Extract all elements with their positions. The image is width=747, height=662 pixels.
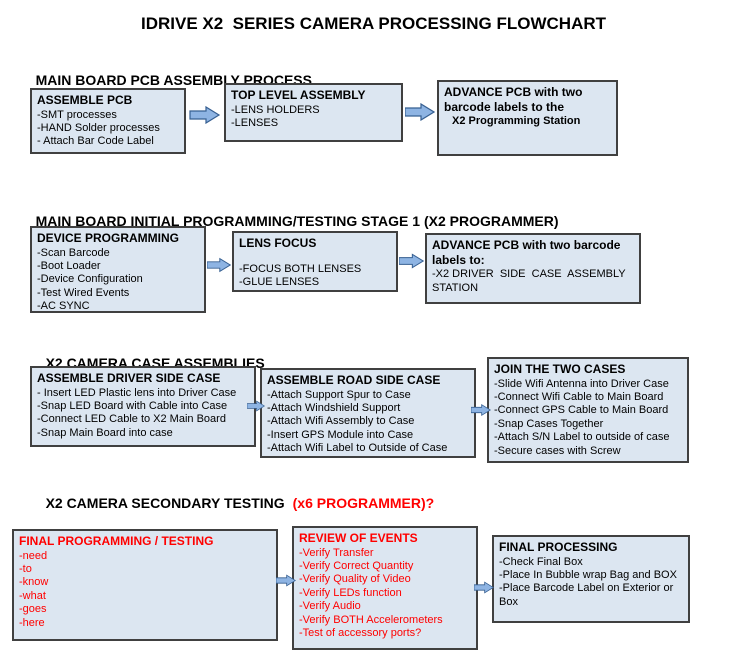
box-item: -Connect Wifi Cable to Main Board: [494, 391, 664, 404]
box-item-list: -Slide Wifi Antenna into Driver Case-Con…: [494, 378, 682, 458]
box-item: -Check Final Box: [499, 555, 583, 568]
box-item: -Attach Wifi Assembly to Case: [267, 415, 415, 428]
box-item: -GLUE LENSES: [239, 276, 320, 289]
box-item-list: X2 Programming Station: [444, 115, 611, 128]
flow-box-final-processing: FINAL PROCESSING -Check Final Box-Place …: [492, 535, 690, 623]
box-title: DEVICE PROGRAMMING: [37, 231, 180, 245]
section-heading-text: MAIN BOARD PCB ASSEMBLY PROCESS: [35, 72, 312, 88]
flow-box-advance-pcb-case-assembly: ADVANCE PCB with two barcode labels to: …: [425, 233, 641, 304]
section-heading-suffix: (x6 PROGRAMMER)?: [292, 495, 435, 511]
box-item: -X2 DRIVER SIDE CASE ASSEMBLY STATION: [432, 268, 629, 294]
box-item: -Boot Loader: [37, 260, 101, 273]
box-title: FINAL PROCESSING: [499, 540, 618, 554]
box-item: -Attach S/N Label to outside of case: [494, 431, 670, 444]
box-item: -Slide Wifi Antenna into Driver Case: [494, 377, 669, 390]
flow-arrow-icon: [247, 400, 265, 412]
box-item: X2 Programming Station: [452, 115, 581, 128]
box-title: REVIEW OF EVENTS: [299, 531, 418, 545]
box-item-list: -Scan Barcode-Boot Loader-Device Configu…: [37, 247, 199, 314]
section-heading-initial-programming: MAIN BOARD INITIAL PROGRAMMING/TESTING S…: [20, 197, 559, 245]
box-item-list: -Attach Support Spur to Case-Attach Wind…: [267, 389, 469, 456]
box-item: -Snap Main Board into case: [37, 426, 173, 439]
box-item: -LENSES: [231, 117, 279, 130]
box-item: - Insert LED Plastic lens into Driver Ca…: [37, 386, 237, 399]
box-item: -Attach Support Spur to Case: [267, 388, 411, 401]
box-title: ASSEMBLE ROAD SIDE CASE: [267, 373, 441, 387]
section-heading-pcb-assembly: MAIN BOARD PCB ASSEMBLY PROCESS: [20, 56, 312, 104]
box-item: -know: [19, 576, 49, 589]
flow-box-final-programming-testing: FINAL PROGRAMMING / TESTING -need-to-kno…: [12, 529, 278, 641]
flow-box-join-the-two-cases: JOIN THE TWO CASES -Slide Wifi Antenna i…: [487, 357, 689, 463]
box-item-list: -Verify Transfer-Verify Correct Quantity…: [299, 547, 471, 641]
box-item: - Attach Bar Code Label: [37, 135, 154, 148]
flow-box-advance-pcb-programming: ADVANCE PCB with two barcode labels to t…: [437, 80, 618, 156]
flow-box-assemble-pcb: ASSEMBLE PCB -SMT processes-HAND Solder …: [30, 88, 186, 154]
flow-box-device-programming: DEVICE PROGRAMMING -Scan Barcode-Boot Lo…: [30, 226, 206, 313]
box-item-list: - Insert LED Plastic lens into Driver Ca…: [37, 387, 249, 441]
box-item-list: -X2 DRIVER SIDE CASE ASSEMBLY STATION: [432, 268, 634, 295]
box-item: -Connect LED Cable to X2 Main Board: [37, 413, 226, 426]
box-item: -Attach Wifi Label to Outside of Case: [267, 442, 448, 455]
box-item: -FOCUS BOTH LENSES: [239, 262, 362, 275]
flow-arrow-icon: [471, 403, 491, 417]
box-title: ADVANCE PCB with two barcode labels to:: [432, 238, 624, 267]
box-item: -AC SYNC: [37, 300, 90, 313]
box-item: -Verify Audio: [299, 600, 361, 613]
box-item: -Verify Correct Quantity: [299, 560, 414, 573]
flow-arrow-icon: [189, 106, 221, 124]
flow-arrow-icon: [399, 253, 424, 269]
box-item: -Connect GPS Cable to Main Board: [494, 404, 669, 417]
box-item: -Verify LEDs function: [299, 586, 402, 599]
box-item: -goes: [19, 603, 47, 616]
box-item: -Attach Windshield Support: [267, 402, 401, 415]
flow-box-assemble-road-side-case: ASSEMBLE ROAD SIDE CASE -Attach Support …: [260, 368, 476, 458]
box-title: FINAL PROGRAMMING / TESTING: [19, 534, 214, 548]
box-item: -what: [19, 589, 46, 602]
box-item: -Verify Quality of Video: [299, 573, 411, 586]
box-item: -SMT processes: [37, 108, 117, 121]
section-heading-text: MAIN BOARD INITIAL PROGRAMMING/TESTING S…: [35, 213, 559, 229]
flow-box-assemble-driver-side-case: ASSEMBLE DRIVER SIDE CASE - Insert LED P…: [30, 366, 256, 447]
box-item: -Place In Bubble wrap Bag and BOX: [499, 569, 677, 582]
box-item: -Insert GPS Module into Case: [267, 428, 414, 441]
box-item: -here: [19, 616, 45, 629]
section-heading-text: X2 CAMERA SECONDARY TESTING: [45, 495, 285, 511]
flow-box-review-of-events: REVIEW OF EVENTS -Verify Transfer-Verify…: [292, 526, 478, 650]
box-title: TOP LEVEL ASSEMBLY: [231, 88, 366, 102]
box-item-list: -Check Final Box-Place In Bubble wrap Ba…: [499, 556, 683, 610]
box-title: ASSEMBLE PCB: [37, 93, 133, 107]
section-heading-secondary-testing: X2 CAMERA SECONDARY TESTING (x6 PROGRAMME…: [30, 479, 435, 527]
box-item: -need: [19, 549, 48, 562]
box-item: -Snap LED Board with Cable into Case: [37, 400, 228, 413]
box-item: -Snap Cases Together: [494, 417, 604, 430]
box-item: -LENS HOLDERS: [231, 103, 320, 116]
box-item-list: -FOCUS BOTH LENSES-GLUE LENSES: [239, 263, 391, 290]
flow-box-lens-focus: LENS FOCUS -FOCUS BOTH LENSES-GLUE LENSE…: [232, 231, 398, 292]
box-item-list: -need-to-know-what-goes-here: [19, 550, 271, 630]
box-title: ASSEMBLE DRIVER SIDE CASE: [37, 371, 221, 385]
flow-box-top-level-assembly: TOP LEVEL ASSEMBLY -LENS HOLDERS-LENSES: [224, 83, 403, 142]
box-item-list: -LENS HOLDERS-LENSES: [231, 104, 396, 131]
flow-arrow-icon: [276, 574, 296, 587]
box-item: -Secure cases with Screw: [494, 444, 621, 457]
box-title: ADVANCE PCB with two barcode labels to t…: [444, 85, 586, 114]
box-item: -Device Configuration: [37, 273, 143, 286]
box-item: -Verify Transfer: [299, 546, 374, 559]
box-item: -Place Barcode Label on Exterior or Box: [499, 582, 677, 608]
box-item: -Test Wired Events: [37, 286, 130, 299]
flow-arrow-icon: [474, 581, 494, 594]
flow-arrow-icon: [207, 257, 231, 273]
box-item: -Verify BOTH Accelerometers: [299, 613, 443, 626]
box-title: LENS FOCUS: [239, 236, 317, 250]
flow-arrow-icon: [405, 103, 435, 121]
box-item: -Test of accessory ports?: [299, 627, 422, 640]
chart-title: IDRIVE X2 SERIES CAMERA PROCESSING FLOWC…: [140, 14, 607, 33]
box-item: -Scan Barcode: [37, 246, 110, 259]
box-item: -to: [19, 563, 32, 576]
box-item-list: -SMT processes-HAND Solder processes- At…: [37, 109, 179, 149]
box-title: JOIN THE TWO CASES: [494, 362, 626, 376]
box-item: -HAND Solder processes: [37, 122, 160, 135]
